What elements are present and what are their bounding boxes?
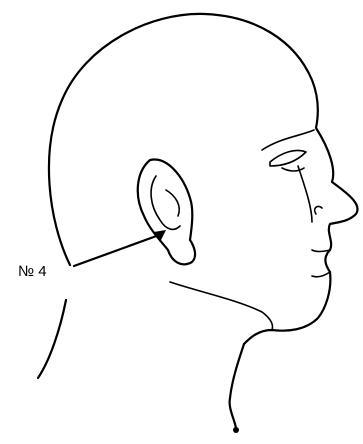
ear-outer <box>138 160 195 265</box>
point-label: № 4 <box>18 263 47 280</box>
neck-point-dot <box>233 427 239 433</box>
jaw-line <box>170 282 273 330</box>
neck-front-line <box>230 344 244 428</box>
eye <box>270 150 306 166</box>
point-pointer-line <box>74 234 162 266</box>
cheek-line <box>298 166 312 222</box>
mouth-line <box>312 250 330 252</box>
chin-crease <box>312 272 330 277</box>
nostril <box>315 206 322 214</box>
head-outline <box>49 14 358 344</box>
ear-inner <box>151 176 180 229</box>
eye-lower-lid <box>282 168 304 171</box>
neck-back-line <box>38 300 66 378</box>
ear-concha <box>166 190 179 216</box>
brow <box>262 130 314 150</box>
